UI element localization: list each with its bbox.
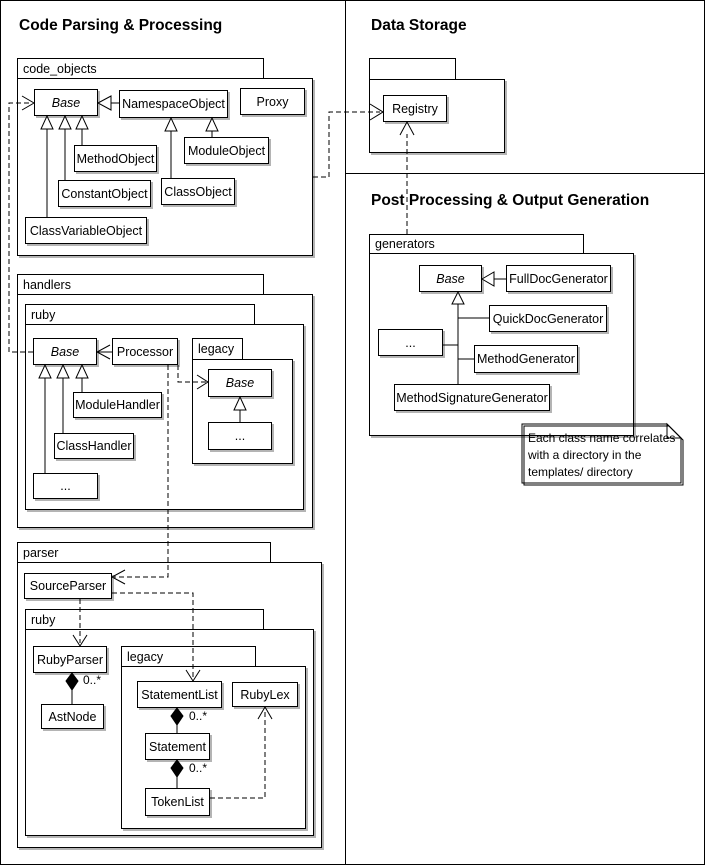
class-box-constant-object: ConstantObject: [58, 180, 151, 207]
class-box-method-generator: MethodGenerator: [474, 345, 578, 373]
package-tab-handlers-legacy: legacy: [192, 338, 243, 360]
class-box-ruby-parser: RubyParser: [33, 646, 107, 673]
class-box-class-handler: ClassHandler: [54, 433, 134, 459]
note-line-2: with a directory in the: [528, 448, 642, 463]
class-box-namespace-object: NamespaceObject: [119, 90, 228, 118]
class-box-handlers-legacy-base: Base: [208, 369, 272, 397]
class-box-generators-base: Base: [419, 265, 482, 292]
package-tab-handlers-ruby: ruby: [25, 304, 255, 325]
class-box-code-objects-base: Base: [34, 89, 98, 116]
class-box-method-object: MethodObject: [74, 145, 157, 172]
package-tab-generators: generators: [369, 234, 584, 254]
note-text: Each class name correlates with a direct…: [528, 430, 675, 481]
section-title-data-storage: Data Storage: [371, 17, 467, 34]
multiplicity-label-ruby-parser-ast-node: 0..*: [83, 673, 102, 687]
class-box-module-handler: ModuleHandler: [73, 392, 162, 418]
package-tab-storage: [369, 58, 456, 80]
section-title-post-processing: Post Processing & Output Generation: [371, 192, 650, 209]
note-line-1: Each class name correlates: [528, 431, 676, 445]
package-tab-handlers: handlers: [17, 274, 264, 295]
class-box-registry: Registry: [383, 95, 447, 122]
multiplicity-label-statement-token-list: 0..*: [189, 761, 208, 775]
class-box-class-variable-object: ClassVariableObject: [25, 217, 147, 244]
class-box-method-signature-generator: MethodSignatureGenerator: [394, 384, 550, 411]
class-box-processor: Processor: [112, 338, 178, 365]
multiplicity-label-statement-list-statement: 0..*: [189, 709, 208, 723]
class-box-quick-doc-generator: QuickDocGenerator: [489, 305, 607, 332]
package-tab-parser-ruby: ruby: [25, 609, 264, 630]
package-tab-parser: parser: [17, 542, 271, 563]
class-box-handlers-ellipsis: ...: [33, 473, 98, 499]
class-box-ast-node: AstNode: [41, 704, 104, 729]
class-box-source-parser: SourceParser: [24, 573, 112, 599]
class-box-ruby-lex: RubyLex: [232, 682, 298, 707]
class-box-proxy: Proxy: [240, 88, 305, 115]
package-tab-parser-legacy: legacy: [121, 646, 256, 667]
note-line-3: templates/ directory: [528, 465, 633, 480]
class-box-statement-list: StatementList: [137, 681, 222, 708]
class-box-class-object: ClassObject: [161, 178, 235, 205]
class-box-module-object: ModuleObject: [184, 137, 269, 164]
section-title-code-parsing: Code Parsing & Processing: [19, 17, 223, 34]
package-tab-code-objects: code_objects: [17, 58, 264, 79]
class-box-token-list: TokenList: [145, 788, 210, 816]
class-box-handlers-legacy-ellipsis: ...: [208, 422, 272, 450]
class-box-handlers-base: Base: [33, 338, 97, 365]
class-box-generators-ellipsis: ...: [378, 329, 443, 356]
class-box-statement: Statement: [145, 733, 210, 760]
class-box-full-doc-generator: FullDocGenerator: [506, 265, 611, 292]
